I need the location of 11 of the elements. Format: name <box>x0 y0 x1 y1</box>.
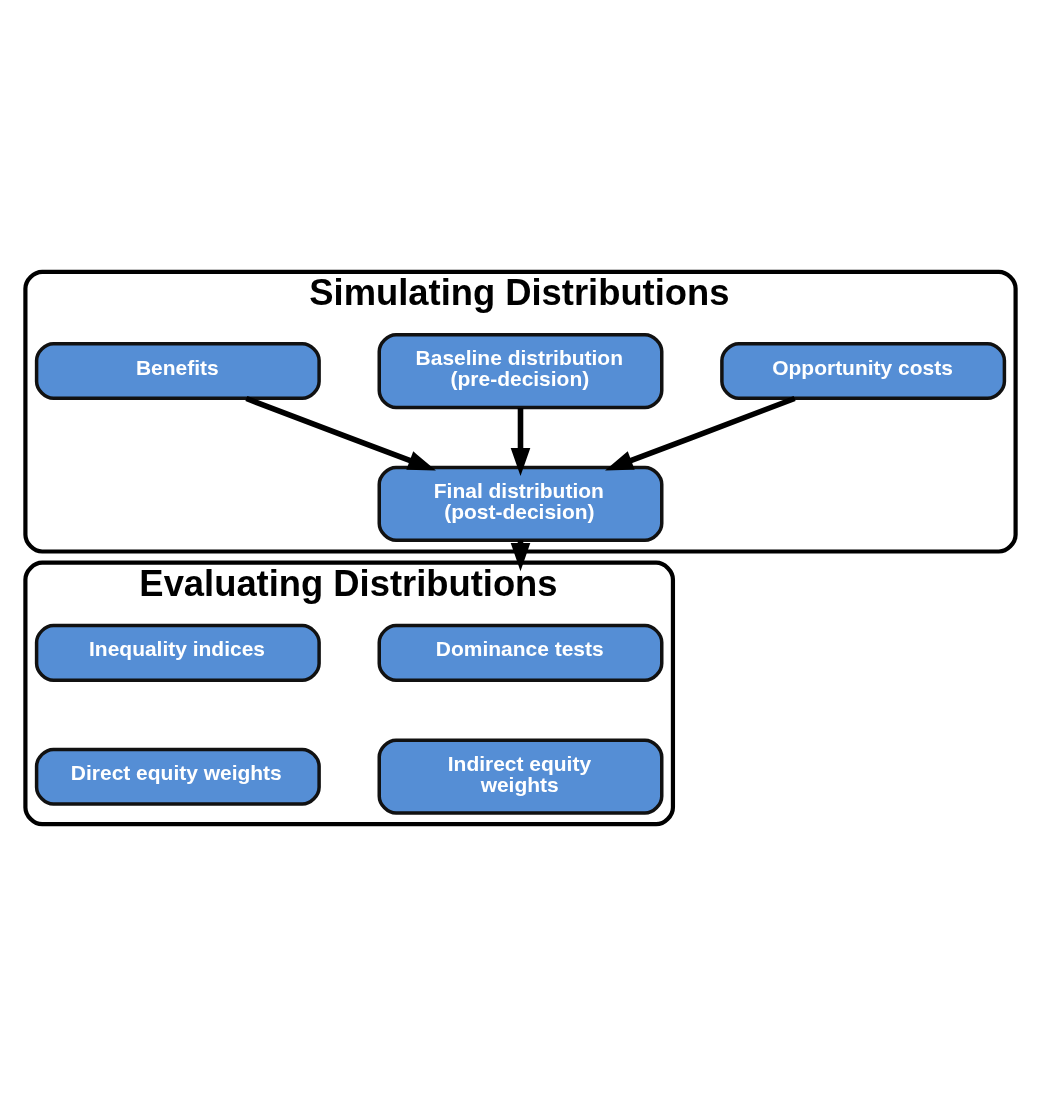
node-box: Final distribution (post-decision) <box>377 465 664 542</box>
node-box: Benefits <box>34 341 321 400</box>
node-box: Indirect equity weights <box>377 738 664 815</box>
arrow <box>510 407 531 476</box>
node-box: Baseline distribution (pre-decision) <box>377 332 664 409</box>
arrow <box>605 395 796 470</box>
node-box: Direct equity weights <box>34 747 321 806</box>
arrow <box>245 395 436 470</box>
node-box: Opportunity costs <box>720 341 1007 400</box>
node-box: Inequality indices <box>34 623 321 682</box>
node-box: Dominance tests <box>377 623 664 682</box>
